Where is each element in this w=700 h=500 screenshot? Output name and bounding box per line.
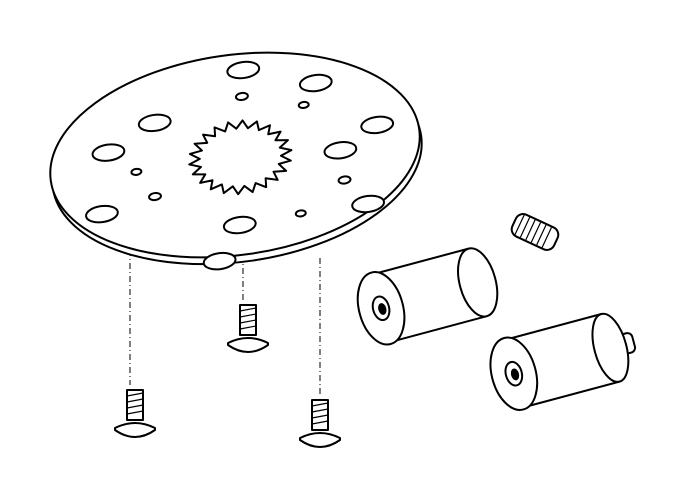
- flange-disc: [49, 51, 423, 271]
- spacer-cylinder: [356, 247, 499, 346]
- set-screw: [510, 213, 560, 251]
- screw: [299, 399, 341, 448]
- spacer-cylinder-with-stud: [489, 312, 637, 411]
- mounting-holes: [85, 60, 395, 271]
- gear-bore: [188, 119, 293, 196]
- screw: [227, 304, 269, 353]
- screw: [114, 389, 156, 438]
- assembly-lines: [129, 250, 321, 395]
